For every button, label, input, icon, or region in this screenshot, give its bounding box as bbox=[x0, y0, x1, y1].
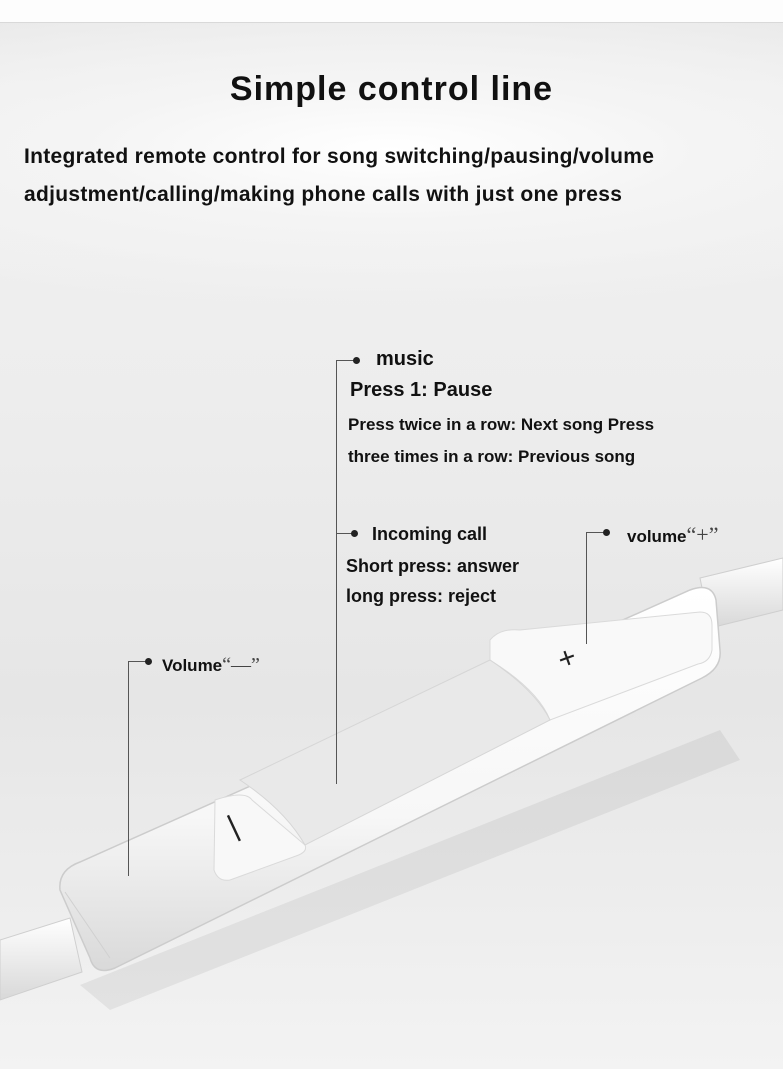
top-edge-band bbox=[0, 0, 783, 23]
volume-down-leader-line bbox=[128, 661, 129, 876]
call-short-press: Short press: answer bbox=[346, 556, 520, 576]
volume-down-symbol: “—” bbox=[222, 654, 260, 676]
volume-up-leader-tick bbox=[586, 532, 604, 533]
call-leader-tick bbox=[336, 533, 352, 534]
volume-down-label: Volume“—” bbox=[162, 654, 260, 677]
volume-down-leader-tick bbox=[128, 661, 146, 662]
volume-down-text: Volume bbox=[162, 656, 223, 675]
volume-up-label: volume“+” bbox=[627, 522, 718, 548]
call-label: Incoming call bbox=[372, 524, 488, 544]
call-bullet bbox=[351, 530, 358, 537]
volume-up-symbol: “+” bbox=[686, 522, 719, 547]
subtitle-line-2: adjustment/calling/making phone calls wi… bbox=[24, 183, 623, 206]
music-press-1: Press 1: Pause bbox=[350, 379, 493, 401]
volume-up-bullet bbox=[603, 529, 610, 536]
call-long-press: long press: reject bbox=[346, 586, 497, 606]
music-desc-line-1: Press twice in a row: Next song Press bbox=[348, 415, 655, 434]
music-bullet bbox=[353, 357, 360, 364]
volume-up-leader-line bbox=[586, 532, 587, 644]
remote-body bbox=[59, 586, 721, 972]
music-leader-tick bbox=[336, 360, 354, 361]
cable-left bbox=[0, 917, 83, 1001]
music-leader-line bbox=[336, 360, 337, 784]
subtitle-line-1: Integrated remote control for song switc… bbox=[24, 145, 655, 168]
volume-down-bullet bbox=[145, 658, 152, 665]
page-title: Simple control line bbox=[229, 70, 554, 108]
volume-up-text: volume bbox=[627, 527, 687, 546]
music-desc-line-2: three times in a row: Previous song bbox=[348, 447, 636, 466]
music-label: music bbox=[376, 348, 434, 370]
